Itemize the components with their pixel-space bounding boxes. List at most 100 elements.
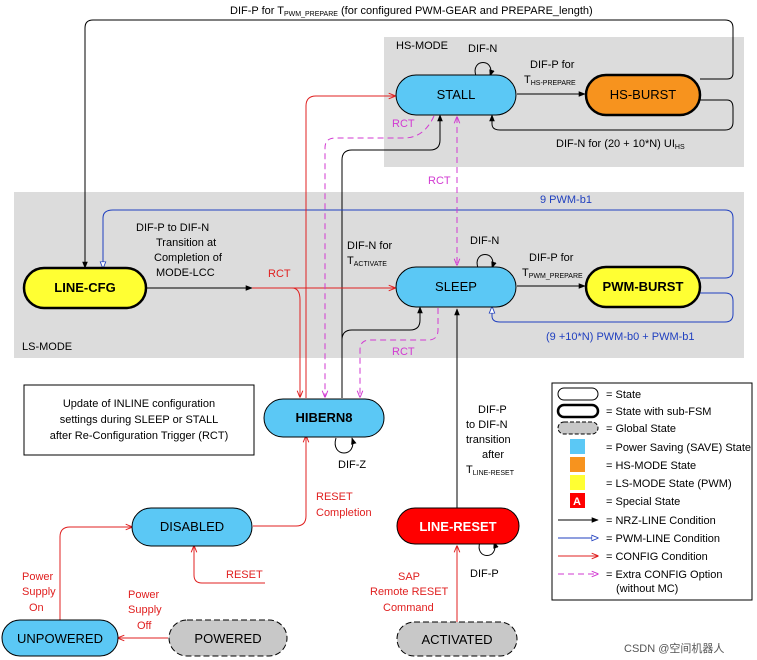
- legend-swatch-state: [557, 387, 599, 401]
- hibern8-self-loop: [334, 437, 357, 454]
- reset-completion-label-2: Completion: [316, 507, 372, 519]
- pwm-return-label: (9 +10*N) PWM-b0 + PWM-b1: [546, 331, 695, 343]
- state-unpowered: UNPOWERED: [1, 619, 119, 657]
- legend-item: (without MC): [616, 583, 678, 595]
- pwm-prepare-label-2: TPWM_PREPARE: [522, 267, 583, 280]
- cfg-label-3: Completion of: [154, 252, 223, 264]
- hs-prepare-label-1: DIF-P for: [530, 59, 575, 71]
- transition-pwmburst-to-sleep: [492, 292, 734, 323]
- sap-label-3: Command: [383, 602, 434, 614]
- legend-item: = Global State: [606, 423, 676, 435]
- transition-unpowered-to-disabled: [59, 527, 132, 620]
- power-on-label-2: Supply: [22, 586, 56, 598]
- svg-text:ACTIVATED: ACTIVATED: [421, 632, 492, 647]
- config-to-hibern8: [291, 287, 300, 397]
- top-transition-label: DIF-P for TPWM_PREPARE (for configured P…: [230, 5, 593, 18]
- hibern8-self-label: DIF-Z: [338, 459, 366, 471]
- inline-config-note: Update of INLINE configuration settings …: [23, 384, 255, 456]
- reset-to-disabled: [194, 546, 265, 584]
- state-powered: POWERED: [168, 619, 288, 657]
- power-off-label-3: Off: [137, 620, 152, 632]
- legend-item: = State: [606, 389, 641, 401]
- state-sleep: SLEEP: [395, 266, 517, 308]
- cfg-label-1: DIF-P to DIF-N: [136, 222, 209, 234]
- svg-text:HS-BURST: HS-BURST: [610, 87, 677, 102]
- svg-text:LINE-CFG: LINE-CFG: [54, 280, 115, 295]
- linereset-label-3: transition: [466, 434, 511, 446]
- rct-sleep-label: RCT: [392, 346, 415, 358]
- linereset-label-4: after: [482, 449, 504, 461]
- legend-item: = PWM-LINE Condition: [606, 533, 720, 545]
- state-activated: ACTIVATED: [396, 621, 518, 657]
- sap-label-1: SAP: [398, 571, 420, 583]
- linereset-label-2: to DIF-N: [466, 419, 508, 431]
- svg-text:LINE-RESET: LINE-RESET: [419, 519, 496, 534]
- legend: A = State = State with sub-FSM = Global …: [551, 382, 753, 601]
- legend-item: = Extra CONFIG Option: [606, 569, 722, 581]
- svg-text:STALL: STALL: [437, 87, 476, 102]
- activate-label-1: DIF-N for: [347, 240, 393, 252]
- config-to-stall: [305, 96, 395, 398]
- rct-config-label: RCT: [268, 268, 291, 280]
- linereset-label-1: DIF-P: [478, 404, 507, 416]
- state-line-cfg: LINE-CFG: [22, 266, 148, 310]
- state-hibern8: HIBERN8: [263, 398, 385, 438]
- legend-special-letter: A: [573, 496, 581, 508]
- svg-text:settings during SLEEP or STALL: settings during SLEEP or STALL: [60, 414, 219, 426]
- pwm-b1-label: 9 PWM-b1: [540, 194, 592, 206]
- rct-stall-label: RCT: [392, 118, 415, 130]
- ls-mode-label: LS-MODE: [22, 341, 72, 353]
- svg-text:Update of INLINE configuration: Update of INLINE configuration: [63, 398, 215, 410]
- legend-swatch-save: [570, 439, 585, 454]
- transition-disabled-to-hibern8: [253, 436, 306, 527]
- cfg-label-2: Transition at: [156, 237, 216, 249]
- activate-label-2: TACTIVATE: [347, 255, 387, 268]
- pwm-prepare-label-1: DIF-P for: [529, 252, 574, 264]
- state-hs-burst: HS-BURST: [584, 73, 702, 117]
- state-line-reset: LINE-RESET: [396, 507, 520, 545]
- power-on-label-3: On: [29, 602, 44, 614]
- sap-label-2: Remote RESET: [370, 586, 449, 598]
- svg-text:after Re-Configuration Trigger: after Re-Configuration Trigger (RCT): [50, 430, 229, 442]
- state-stall: STALL: [395, 74, 517, 116]
- legend-item: = HS-MODE State: [606, 460, 696, 472]
- legend-swatch-subfsm: [556, 403, 600, 419]
- linereset-self-label: DIF-P: [470, 568, 499, 580]
- svg-text:HIBERN8: HIBERN8: [295, 410, 352, 425]
- power-on-label-1: Power: [22, 571, 54, 583]
- hs-prepare-label-2: THS-PREPARE: [524, 74, 576, 87]
- legend-item: = Power Saving (SAVE) State: [606, 442, 751, 454]
- extra-stall-to-hibern8: [325, 115, 435, 397]
- hs-return-label: DIF-N for (20 + 10*N) UIHS: [556, 138, 685, 151]
- reset-label: RESET: [226, 569, 263, 581]
- legend-swatch-ls: [570, 475, 585, 490]
- state-pwm-burst: PWM-BURST: [584, 265, 702, 309]
- transition-hsburst-to-linecfg: [82, 19, 734, 269]
- svg-text:SLEEP: SLEEP: [435, 279, 477, 294]
- stall-self-loop: [474, 62, 495, 77]
- rct-mid-label: RCT: [428, 175, 451, 187]
- legend-swatch-hs: [570, 457, 585, 472]
- hs-mode-label: HS-MODE: [396, 40, 448, 52]
- linereset-self-loop: [478, 541, 499, 556]
- cfg-label-4: MODE-LCC: [156, 267, 215, 279]
- state-disabled: DISABLED: [131, 507, 253, 547]
- sleep-self-label: DIF-N: [470, 235, 499, 247]
- stall-self-label: DIF-N: [468, 43, 497, 55]
- legend-swatch-special: [570, 493, 585, 508]
- svg-text:DISABLED: DISABLED: [160, 519, 224, 534]
- sleep-self-loop: [476, 254, 497, 269]
- transition-hibern8-to-stall: [341, 114, 443, 398]
- transition-pwmburst-to-linecfg: [103, 209, 734, 279]
- legend-item: = State with sub-FSM: [606, 406, 711, 418]
- watermark-text: CSDN @空间机器人: [624, 641, 724, 655]
- legend-item: = LS-MODE State (PWM): [606, 478, 732, 490]
- linereset-label-5: TLINE-RESET: [466, 464, 515, 477]
- svg-text:POWERED: POWERED: [194, 631, 261, 646]
- svg-text:UNPOWERED: UNPOWERED: [17, 631, 103, 646]
- reset-completion-label-1: RESET: [316, 491, 353, 503]
- legend-swatch-global: [557, 421, 599, 435]
- power-off-label-1: Power: [128, 589, 160, 601]
- transition-hibern8-to-sleep: [341, 306, 423, 398]
